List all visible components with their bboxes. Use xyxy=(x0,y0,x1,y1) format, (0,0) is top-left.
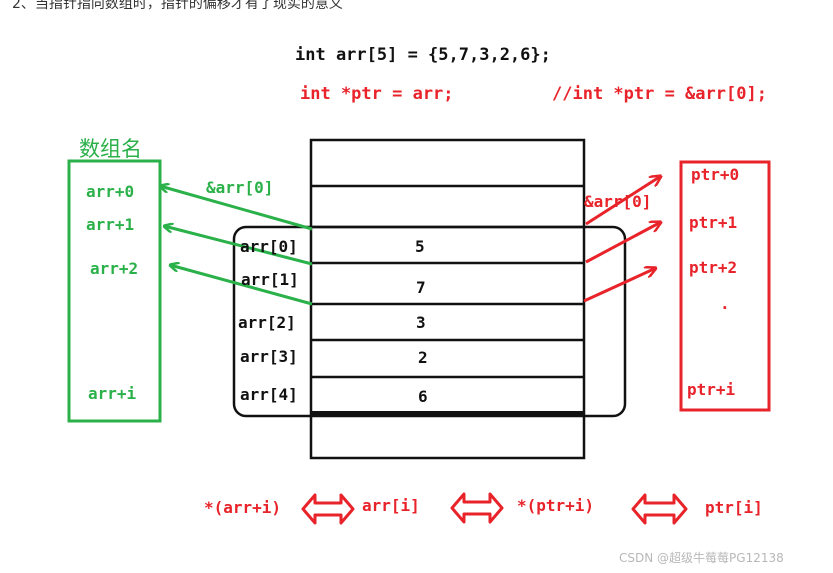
ptr-index-i: ptr[i] xyxy=(705,498,763,517)
red-address-label: &arr[0] xyxy=(584,192,652,211)
green-arrows xyxy=(160,186,313,306)
arr-plus-0-label: arr+0 xyxy=(86,182,135,201)
ellipsis-dot: · xyxy=(720,298,730,317)
pointer-comment: //int *ptr = &arr[0]; xyxy=(552,84,767,104)
array-name-title: 数组名 xyxy=(79,137,142,161)
value-4: 6 xyxy=(418,387,428,406)
arr-1-label: arr[1] xyxy=(241,270,299,289)
value-1: 7 xyxy=(416,278,426,297)
arr-plus-2-label: arr+2 xyxy=(90,259,139,278)
equivalence-arrows xyxy=(301,492,688,525)
array-bracket xyxy=(232,225,627,418)
double-arrow-2 xyxy=(450,492,504,524)
pointer-box xyxy=(679,160,771,412)
red-arrow-ptr0 xyxy=(585,176,661,226)
array-name-box xyxy=(67,159,162,423)
value-3: 2 xyxy=(418,348,428,367)
value-2: 3 xyxy=(416,313,426,332)
arr-0-label: arr[0] xyxy=(240,237,298,256)
watermark: CSDN @超级牛莓莓PG12138 xyxy=(619,551,784,565)
red-arrow-ptr2 xyxy=(583,268,656,303)
arr-2-label: arr[2] xyxy=(238,313,296,332)
red-arrows xyxy=(583,176,661,303)
array-declaration: int arr[5] = {5,7,3,2,6}; xyxy=(295,45,551,65)
green-arrow-arr2 xyxy=(170,265,313,306)
pointer-assignment: int *ptr = arr; xyxy=(300,84,454,104)
memory-column xyxy=(309,138,586,460)
arr-plus-1-label: arr+1 xyxy=(86,215,135,234)
ptr-plus-i-label: ptr+i xyxy=(687,380,736,399)
green-arrow-arr1 xyxy=(164,226,313,266)
green-arrow-arr0 xyxy=(160,186,313,231)
arr-4-label: arr[4] xyxy=(240,385,298,404)
green-address-label: &arr[0] xyxy=(206,178,274,197)
ptr-plus-2-label: ptr+2 xyxy=(689,258,738,277)
deref-ptr-plus-i: *(ptr+i) xyxy=(517,496,595,515)
deref-arr-plus-i: *(arr+i) xyxy=(204,498,282,517)
red-arrow-ptr1 xyxy=(585,222,661,264)
arr-plus-i-label: arr+i xyxy=(88,384,137,403)
ptr-plus-1-label: ptr+1 xyxy=(689,213,738,232)
double-arrow-3 xyxy=(631,493,688,525)
ptr-plus-0-label: ptr+0 xyxy=(691,165,740,184)
value-0: 5 xyxy=(415,237,425,256)
arr-index-i: arr[i] xyxy=(362,496,420,515)
top-note: 2、当指针指向数组时，指针的偏移才有了现实的意义 xyxy=(12,0,343,12)
arr-3-label: arr[3] xyxy=(240,347,298,366)
double-arrow-1 xyxy=(301,493,355,525)
